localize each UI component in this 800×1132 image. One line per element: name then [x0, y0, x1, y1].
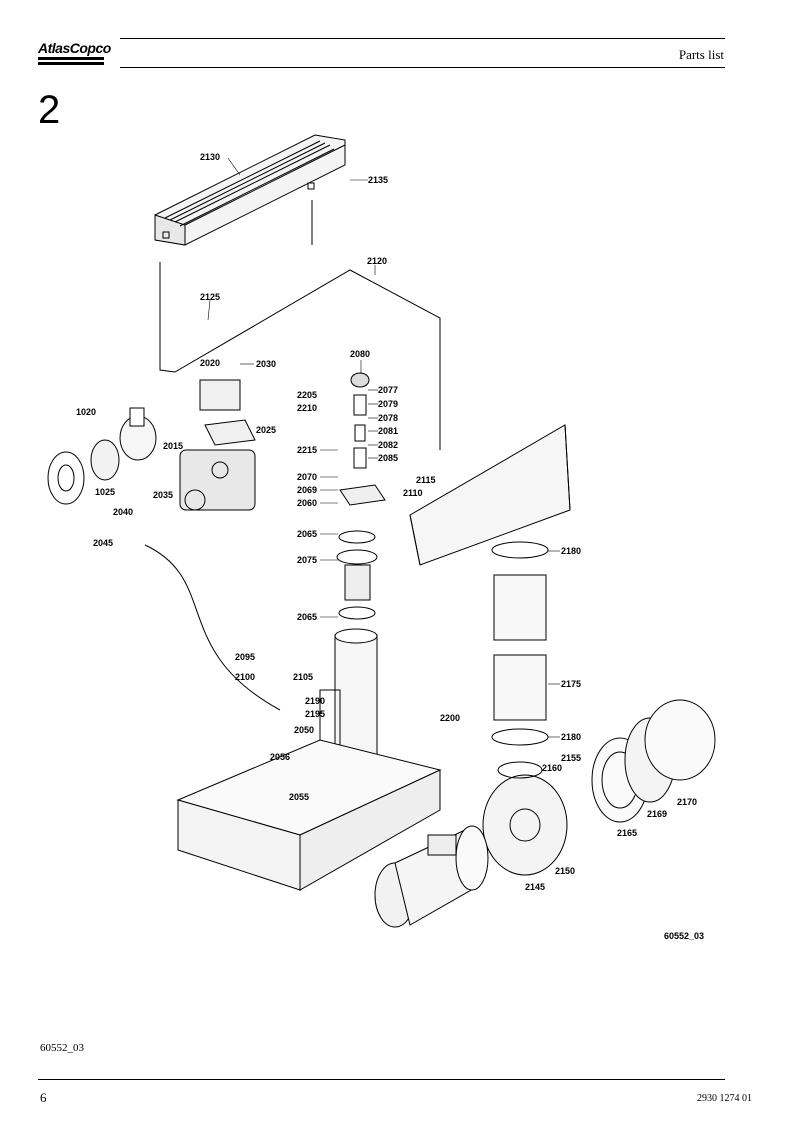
callout-label: 2080	[350, 349, 370, 359]
callout-label: 2070	[297, 472, 317, 482]
fan-housing	[482, 761, 568, 876]
callout-label: 2025	[256, 425, 276, 435]
electric-motor	[374, 825, 489, 928]
callout-label: 2175	[561, 679, 581, 689]
callout-label: 2205	[297, 390, 317, 400]
callout-label: 2210	[297, 403, 317, 413]
callout-label: 2180	[561, 546, 581, 556]
callout-label: 2065	[297, 529, 317, 539]
callout-labels: 2130 2135 2120 2125 2080 2020 2030 1020 …	[76, 152, 697, 892]
fan-guards	[591, 699, 716, 823]
callout-label: 2069	[297, 485, 317, 495]
callout-label: 2056	[270, 752, 290, 762]
callout-label: 2040	[113, 507, 133, 517]
exploded-parts-drawing: 2130 2135 2120 2125 2080 2020 2030 1020 …	[47, 134, 716, 928]
callout-label: 2110	[403, 488, 423, 498]
callout-label: 2195	[305, 709, 325, 719]
page-title: Parts list	[678, 47, 724, 62]
base-frame	[176, 739, 442, 891]
callout-label: 2135	[368, 175, 388, 185]
callout-label: 2075	[297, 555, 317, 565]
callout-label: 2020	[200, 358, 220, 368]
callout-label: 2165	[617, 828, 637, 838]
header-rule-bottom	[120, 67, 725, 68]
callout-label: 2079	[378, 399, 398, 409]
callout-label: 2150	[555, 866, 575, 876]
callout-label: 2200	[440, 713, 460, 723]
callout-label: 2115	[416, 475, 436, 485]
header-rule-top	[120, 38, 725, 39]
cooler-part	[154, 134, 346, 246]
atlas-copco-logo: AtlasCopco	[38, 40, 111, 68]
callout-label: 2125	[200, 292, 220, 302]
callout-label: 2095	[235, 652, 255, 662]
callout-label: 2078	[378, 413, 398, 423]
figure-id: 60552_03	[664, 931, 705, 941]
brand-name: AtlasCopco	[38, 40, 111, 56]
callout-label: 2180	[561, 732, 581, 742]
callout-label: 2082	[378, 440, 398, 450]
valve-stack	[336, 372, 386, 620]
regulating-valve	[179, 379, 256, 511]
callout-label: 2145	[525, 882, 545, 892]
hose-line	[159, 262, 441, 450]
duct-part	[409, 424, 571, 566]
callout-label: 1025	[95, 487, 115, 497]
callout-label: 2155	[561, 753, 581, 763]
page-number: 6	[40, 1090, 47, 1105]
callout-label: 2015	[163, 441, 183, 451]
callout-label: 2060	[297, 498, 317, 508]
air-filter	[47, 407, 157, 505]
flexible-hose	[491, 541, 549, 746]
callout-label: 2130	[200, 152, 220, 162]
footer-doc-code: 60552_03	[40, 1042, 84, 1054]
callout-label: 1020	[76, 407, 96, 417]
callout-label: 2120	[367, 256, 387, 266]
callout-label: 2169	[647, 809, 667, 819]
callout-label: 2160	[542, 763, 562, 773]
oil-hose	[144, 544, 281, 711]
callout-label: 2030	[256, 359, 276, 369]
callout-label: 2045	[93, 538, 113, 548]
callout-label: 2190	[305, 696, 325, 706]
callout-label: 2050	[294, 725, 314, 735]
callout-label: 2035	[153, 490, 173, 500]
callout-label: 2100	[235, 672, 255, 682]
callout-label: 2077	[378, 385, 398, 395]
callout-label: 2085	[378, 453, 398, 463]
callout-label: 2105	[293, 672, 313, 682]
callout-label: 2055	[289, 792, 309, 802]
section-number: 2	[38, 88, 61, 132]
callout-label: 2170	[677, 797, 697, 807]
callout-label: 2081	[378, 426, 398, 436]
document-number: 2930 1274 01	[697, 1093, 752, 1104]
callout-label: 2215	[297, 445, 317, 455]
logo-bar	[38, 62, 104, 65]
callout-label: 2065	[297, 612, 317, 622]
footer-rule	[38, 1079, 725, 1080]
logo-bar	[38, 57, 104, 60]
